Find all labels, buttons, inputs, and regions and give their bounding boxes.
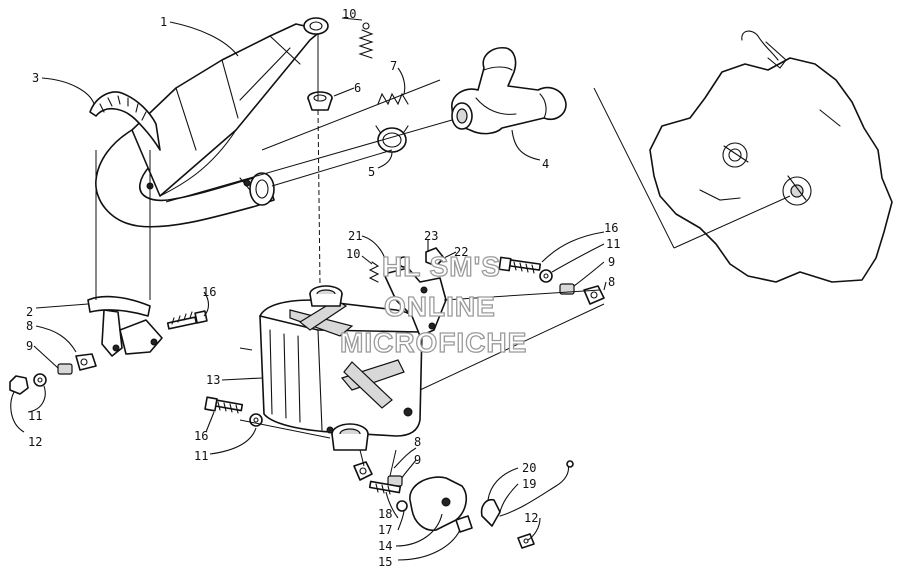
callout-21: 21 [348, 229, 362, 243]
bracket-2-assembly [9, 295, 208, 395]
assembly-lines [95, 34, 791, 477]
callout-13: 13 [206, 373, 220, 387]
spring-3 [89, 91, 161, 151]
callout-3: 3 [32, 71, 39, 85]
callout-9-lower: 9 [414, 453, 421, 467]
callout-2: 2 [26, 305, 33, 319]
watermark-line-3: MICROFICHE [340, 327, 527, 358]
callout-9-left: 9 [26, 339, 33, 353]
callout-12-right: 12 [524, 511, 538, 525]
grommet-6 [307, 91, 333, 111]
callout-16-left: 16 [202, 285, 216, 299]
watermark-line-2: ONLINE [384, 291, 496, 322]
callout-22: 22 [454, 245, 468, 259]
callout-19: 19 [522, 477, 536, 491]
callout-8-lower: 8 [414, 435, 421, 449]
engine-outline [649, 30, 893, 283]
callout-11-lower: 11 [194, 449, 208, 463]
callout-8-left: 8 [26, 319, 33, 333]
callout-4: 4 [542, 157, 549, 171]
lower-hardware [204, 396, 574, 549]
callout-labels: 1 2 3 4 5 6 7 8 8 8 9 9 9 10 10 11 11 11… [26, 7, 620, 569]
callout-17: 17 [378, 523, 392, 537]
muffler-bracket [368, 247, 447, 337]
expansion-chamber [95, 17, 329, 228]
watermark-line-1: HL SM'S [382, 251, 501, 282]
callout-12-left: 12 [28, 435, 42, 449]
callout-1: 1 [160, 15, 167, 29]
callout-10-top: 10 [342, 7, 356, 21]
callout-15: 15 [378, 555, 392, 569]
callout-11-right: 11 [606, 237, 620, 251]
callout-14: 14 [378, 539, 392, 553]
callout-11-left: 11 [28, 409, 42, 423]
callout-8-right: 8 [608, 275, 615, 289]
callout-5: 5 [368, 165, 375, 179]
callout-9-right: 9 [608, 255, 615, 269]
muffler [259, 285, 423, 451]
callout-16-lower: 16 [194, 429, 208, 443]
callout-23: 23 [424, 229, 438, 243]
callout-7: 7 [390, 59, 397, 73]
leader-lines [10, 17, 607, 561]
callout-10-bracket: 10 [346, 247, 360, 261]
right-hardware [498, 256, 605, 305]
spring-7 [377, 92, 409, 106]
callout-18: 18 [378, 507, 392, 521]
callout-6: 6 [354, 81, 361, 95]
watermark: HL SM'S ONLINE MICROFICHE [339, 250, 527, 358]
callout-20: 20 [522, 461, 536, 475]
callout-16-right: 16 [604, 221, 618, 235]
clamp-5 [375, 125, 409, 153]
exhaust-manifold [451, 46, 567, 135]
spring-10-top [358, 22, 374, 59]
